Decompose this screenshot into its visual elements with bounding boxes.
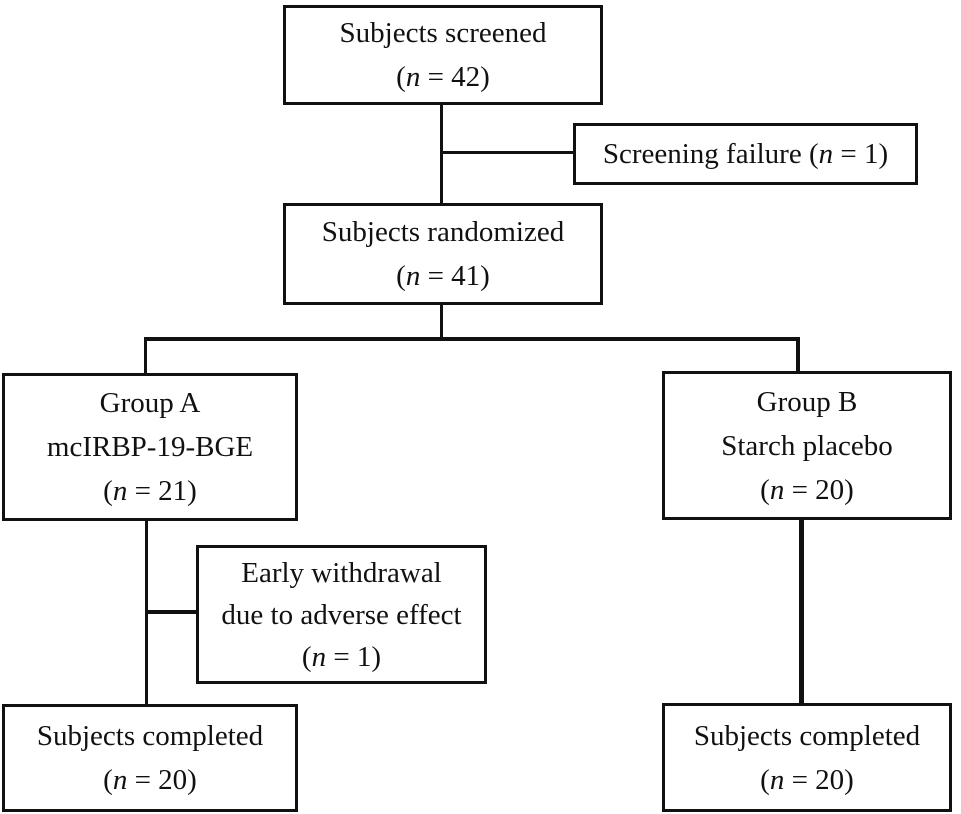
box-subjects-completed-group-a: Subjects completed (n = 20) xyxy=(2,704,298,812)
subjects-screened-count: (n = 42) xyxy=(396,55,490,99)
count-open: ( xyxy=(301,640,312,673)
count-value: = 41) xyxy=(420,260,490,292)
box-subjects-screened: Subjects screened (n = 42) xyxy=(283,5,603,105)
count-value: = 21) xyxy=(127,475,197,507)
count-open: ( xyxy=(103,764,113,796)
count-open: ( xyxy=(396,260,406,292)
count-value: = 20) xyxy=(127,764,197,796)
connector-screening-failure-branch xyxy=(441,151,575,154)
connector-split-to-group-a xyxy=(144,337,147,375)
subjects-completed-a-count: (n = 20) xyxy=(103,758,197,802)
box-group-b: Group B Starch placebo (n = 20) xyxy=(662,371,952,520)
group-a-label: Group A xyxy=(99,387,201,419)
early-withdrawal-line1: Early withdrawal xyxy=(241,556,442,589)
count-value: = 1) xyxy=(833,138,889,170)
count-n-symbol: n xyxy=(405,61,421,93)
box-group-a: Group A mcIRBP-19-BGE (n = 21) xyxy=(2,373,298,521)
group-b-count: (n = 20) xyxy=(760,468,854,512)
count-open: ( xyxy=(103,475,113,507)
subjects-completed-a-label: Subjects completed xyxy=(36,720,264,752)
connector-group-b-to-completed xyxy=(799,518,804,705)
box-subjects-randomized: Subjects randomized (n = 41) xyxy=(283,203,603,305)
count-n-symbol: n xyxy=(769,473,785,506)
group-a-count: (n = 21) xyxy=(103,469,197,513)
box-screening-failure: Screening failure (n = 1) xyxy=(573,123,918,185)
subjects-randomized-count: (n = 41) xyxy=(396,254,490,298)
box-subjects-completed-group-b: Subjects completed (n = 20) xyxy=(662,703,952,812)
connector-randomized-to-split xyxy=(440,303,443,340)
connector-split-horizontal xyxy=(144,337,800,341)
connector-split-to-group-b xyxy=(796,337,800,373)
group-b-treatment: Starch placebo xyxy=(721,429,893,462)
count-n-symbol: n xyxy=(818,138,834,170)
connector-early-withdrawal-branch xyxy=(146,610,198,614)
group-b-label: Group B xyxy=(756,385,858,418)
subjects-completed-b-count: (n = 20) xyxy=(760,758,854,802)
subjects-completed-b-label: Subjects completed xyxy=(693,719,921,752)
box-early-withdrawal: Early withdrawal due to adverse effect (… xyxy=(196,545,487,684)
count-value: = 42) xyxy=(420,61,490,93)
early-withdrawal-count: (n = 1) xyxy=(302,636,381,678)
count-value: = 1) xyxy=(326,640,382,673)
subjects-screened-label: Subjects screened xyxy=(339,17,547,49)
count-n-symbol: n xyxy=(112,764,128,796)
group-a-treatment: mcIRBP-19-BGE xyxy=(46,431,254,463)
count-open: ( xyxy=(760,473,770,506)
count-n-symbol: n xyxy=(112,475,128,507)
count-value: = 20) xyxy=(784,473,854,506)
screening-failure-label: Screening failure xyxy=(602,138,809,170)
count-open: ( xyxy=(760,763,770,796)
screening-failure-line: Screening failure (n = 1) xyxy=(603,132,888,176)
subjects-randomized-label: Subjects randomized xyxy=(321,216,565,248)
early-withdrawal-line2: due to adverse effect xyxy=(221,598,462,631)
count-n-symbol: n xyxy=(769,763,785,796)
count-open: ( xyxy=(396,61,406,93)
count-n-symbol: n xyxy=(405,260,421,292)
count-n-symbol: n xyxy=(311,640,327,673)
count-value: = 20) xyxy=(784,763,854,796)
count-open: ( xyxy=(808,138,819,170)
